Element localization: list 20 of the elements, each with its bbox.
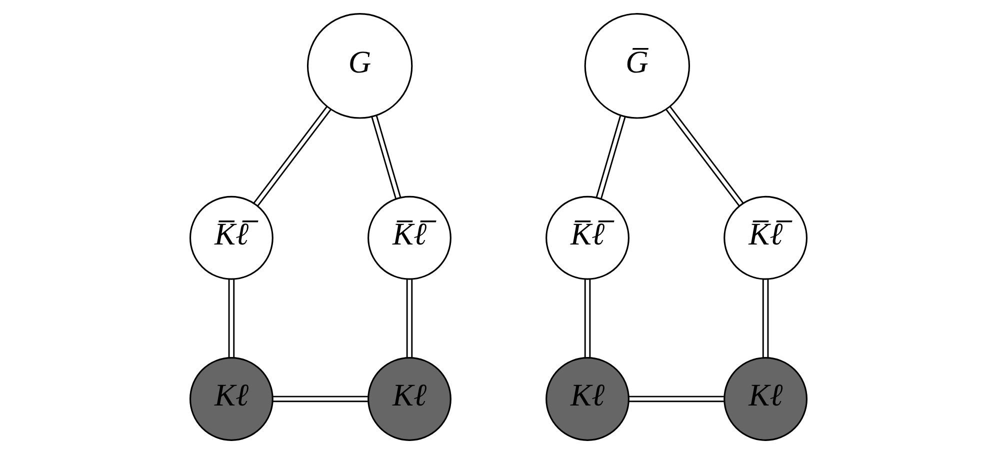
connector [228,278,234,358]
node-circle: K̅ℓ̅ [545,195,629,280]
connector [584,278,590,358]
node-circle: G [306,12,412,118]
connector [665,106,744,206]
node-circle: Kℓ [545,356,629,440]
node-circle: Kℓ [188,356,273,440]
node-circle: Kℓ [723,356,808,440]
node-circle: G̅ [584,12,690,118]
node-circle: K̅ℓ̅ [723,195,808,280]
node-circle: K̅ℓ̅ [188,195,273,280]
connector [406,278,412,358]
connector [252,106,331,206]
connector [762,278,768,358]
node-circle: Kℓ [367,356,451,440]
connector [370,114,401,198]
connector [595,114,626,198]
connector [272,395,368,402]
connector [628,395,724,402]
node-circle: K̅ℓ̅ [367,195,451,280]
